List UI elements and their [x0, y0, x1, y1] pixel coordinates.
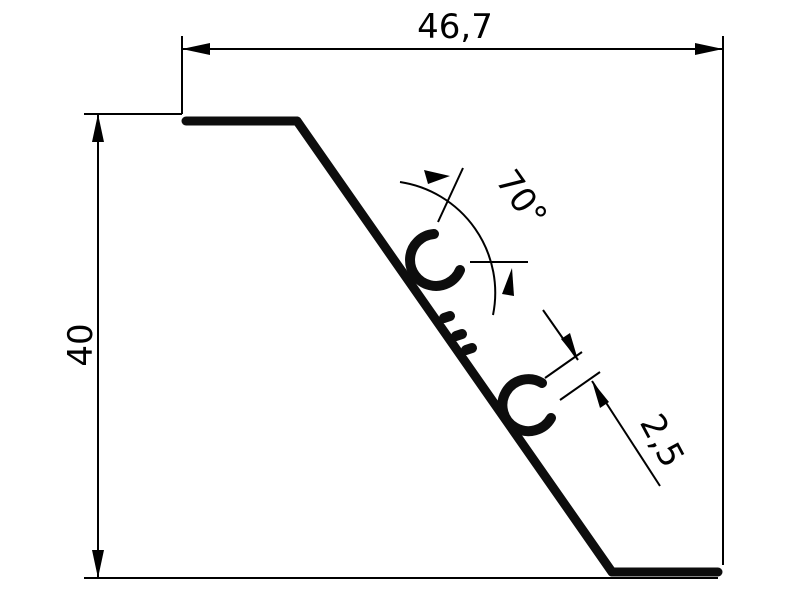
thickness-value: 2,5	[631, 408, 692, 475]
width-dimension: 46,7	[181, 7, 724, 565]
width-arrow-right	[695, 43, 723, 55]
angle-arrow-lower	[502, 268, 514, 296]
width-value: 46,7	[417, 7, 493, 47]
upper-clip-channel	[405, 229, 465, 291]
serration-3	[461, 343, 477, 355]
angle-value: 70°	[487, 163, 554, 235]
height-arrow-bottom	[92, 550, 104, 578]
height-arrow-top	[92, 114, 104, 142]
profile-slope	[292, 116, 617, 577]
angle-arrow-upper	[424, 170, 450, 184]
angle-reference-slanted	[437, 167, 464, 223]
height-dimension: 40	[61, 113, 718, 579]
thickness-arrow-lower	[592, 381, 609, 408]
serration-1	[439, 311, 455, 323]
thickness-extension-2	[559, 371, 601, 401]
lower-clip-channel	[497, 374, 556, 437]
aluminium-profile	[181, 116, 723, 577]
height-value: 40	[61, 323, 101, 366]
angle-arc	[399, 181, 497, 316]
thickness-dimension: 2,5	[542, 309, 692, 487]
width-arrow-left	[182, 43, 210, 55]
thickness-arrow-upper	[561, 333, 578, 360]
serration-2	[451, 329, 467, 341]
